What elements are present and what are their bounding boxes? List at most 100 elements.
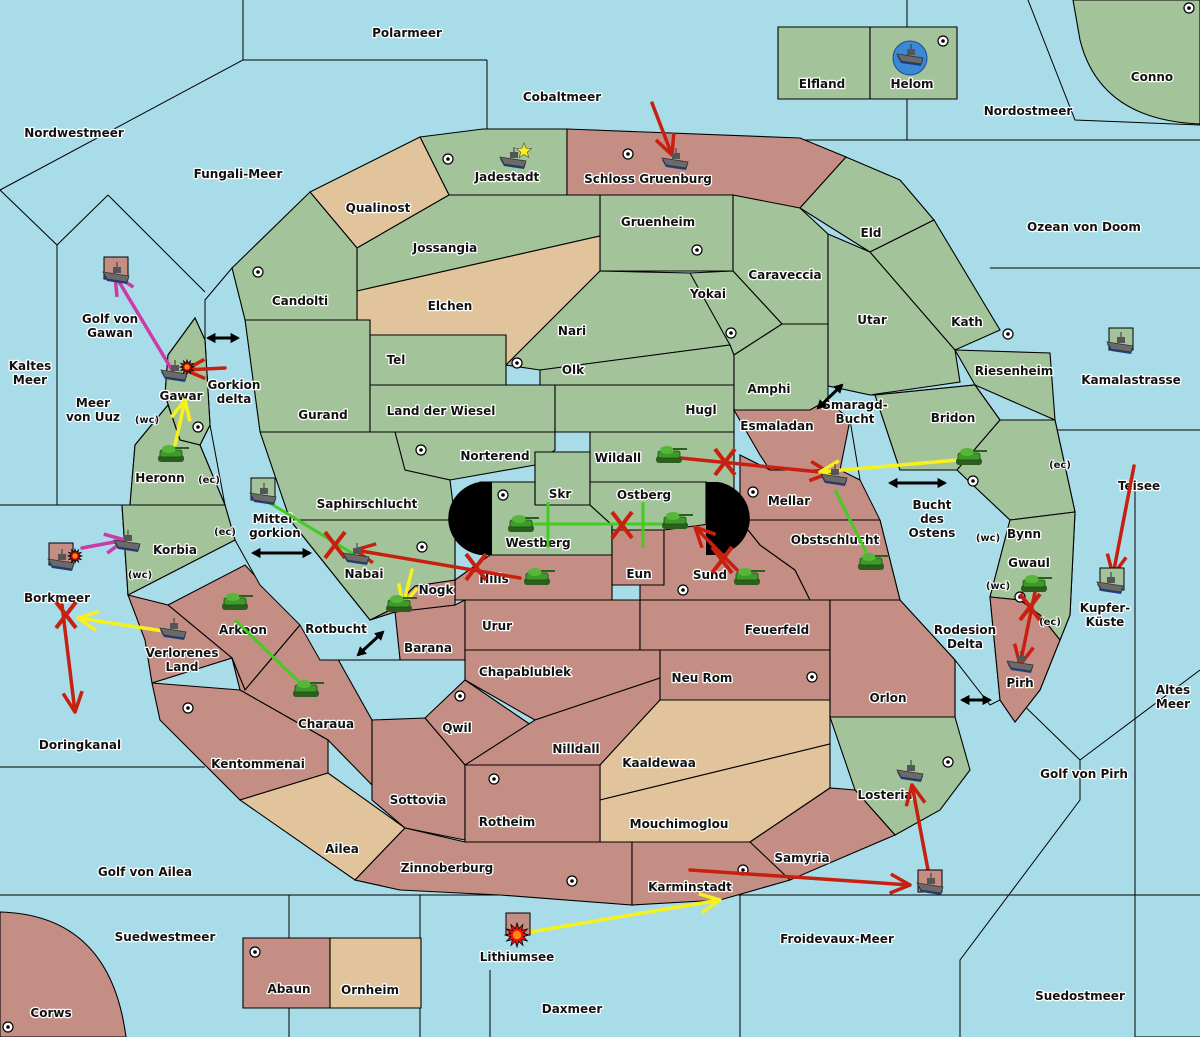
double-arrow-icon xyxy=(206,332,240,344)
army-unit-icon[interactable] xyxy=(656,446,687,463)
territory-label-hugl: Hugl xyxy=(685,403,716,417)
territory-korbia[interactable] xyxy=(121,504,236,596)
failed-order-x-icon xyxy=(464,552,488,582)
army-unit-icon[interactable] xyxy=(858,553,889,570)
territory-corws[interactable] xyxy=(0,911,127,1037)
fleet-unit-icon[interactable] xyxy=(102,262,130,284)
territory-label-mouchimoglou: Mouchimoglou xyxy=(630,817,729,831)
territory-label-sund: Sund xyxy=(693,568,727,582)
fleet-unit-icon[interactable] xyxy=(160,360,188,382)
supply-center-dot xyxy=(253,950,257,954)
failed-order-x-icon xyxy=(610,510,634,540)
territory-eld[interactable] xyxy=(799,156,935,253)
sea-label-froidevaux: Froidevaux-Meer xyxy=(780,932,894,946)
territory-label-abaun: Abaun xyxy=(267,982,310,996)
fleet-unit-icon[interactable] xyxy=(916,873,944,895)
coast-marker-gawar-wc: (wc) xyxy=(135,415,159,426)
army-unit-icon[interactable] xyxy=(222,593,253,610)
army-unit-icon[interactable] xyxy=(158,445,189,462)
fleet-unit-icon[interactable] xyxy=(499,147,527,169)
supply-center-dot xyxy=(501,493,505,497)
fleet-unit-icon[interactable] xyxy=(47,549,75,571)
fleet-unit-icon[interactable] xyxy=(896,760,924,782)
army-unit-icon[interactable] xyxy=(956,448,987,465)
territory-label-samyria: Samyria xyxy=(774,851,829,865)
territory-label-caraveccia: Caraveccia xyxy=(748,268,821,282)
fleet-unit-icon[interactable] xyxy=(1106,332,1134,354)
sea-boundary xyxy=(1027,0,1200,126)
supply-center-dot xyxy=(6,1025,10,1029)
supply-center-dot xyxy=(196,425,200,429)
supply-center-dot xyxy=(941,39,945,43)
territory-label-schloss: Schloss Gruenburg xyxy=(584,172,712,186)
territory-karminstadt[interactable] xyxy=(631,841,792,906)
territory-gruenheim[interactable] xyxy=(599,194,734,272)
army-unit-icon[interactable] xyxy=(734,568,765,585)
fleet-unit-icon[interactable] xyxy=(113,530,141,552)
territory-label-gruenheim: Gruenheim xyxy=(621,215,695,229)
sea-label-suedwestmeer: Suedwestmeer xyxy=(115,930,216,944)
territory-label-kath: Kath xyxy=(951,315,983,329)
army-unit-icon[interactable] xyxy=(386,595,417,612)
supply-center-dot xyxy=(626,152,630,156)
territory-label-bynn: Bynn xyxy=(1007,527,1041,541)
army-unit-icon[interactable] xyxy=(524,568,555,585)
coast-marker-heronn-ec: (ec) xyxy=(198,475,220,486)
territory-label-korbia: Korbia xyxy=(153,543,197,557)
territory-ornheim[interactable] xyxy=(329,937,422,1009)
fleet-unit-icon[interactable] xyxy=(159,618,187,640)
fleet-unit-icon[interactable] xyxy=(896,44,924,66)
territory-label-nari: Nari xyxy=(558,324,586,338)
territory-rotheim[interactable] xyxy=(464,764,601,843)
territory-bynn[interactable] xyxy=(956,419,1076,521)
sea-label-doringkanal: Doringkanal xyxy=(39,738,121,752)
sea-boundary xyxy=(1134,490,1200,1037)
territory-label-jadestadt: Jadestadt xyxy=(474,170,540,184)
territory-label-tel: Tel xyxy=(387,353,406,367)
territory-kath[interactable] xyxy=(869,219,1001,351)
army-unit-icon[interactable] xyxy=(508,515,539,532)
territory-label-ostberg: Ostberg xyxy=(617,488,671,502)
supply-center-dot xyxy=(419,448,423,452)
supply-center-dot xyxy=(492,777,496,781)
fleet-unit-icon[interactable] xyxy=(342,543,370,565)
territory-label-qualinost: Qualinost xyxy=(346,201,411,215)
army-unit-icon[interactable] xyxy=(1021,575,1052,592)
territory-label-jossangia: Jossangia xyxy=(412,241,477,255)
territory-nari[interactable] xyxy=(504,270,731,371)
failed-order-x-icon xyxy=(1018,592,1042,622)
coast-marker-bynn-ec: (ec) xyxy=(1049,460,1071,471)
army-unit-icon[interactable] xyxy=(293,680,324,697)
territory-label-candolti: Candolti xyxy=(272,294,328,308)
territory-label-wildall: Wildall xyxy=(595,451,641,465)
fleet-unit-icon[interactable] xyxy=(249,483,277,505)
fleet-unit-icon[interactable] xyxy=(820,464,848,486)
territory-esmaladan[interactable] xyxy=(733,399,851,471)
fleet-unit-icon[interactable] xyxy=(661,148,689,170)
territory-label-utar: Utar xyxy=(857,313,887,327)
fleet-unit-icon[interactable] xyxy=(1006,651,1034,673)
territory-label-neurom: Neu Rom xyxy=(672,671,733,685)
army-unit-icon[interactable] xyxy=(662,512,693,529)
territory-label-kaaldewaa: Kaaldewaa xyxy=(622,756,696,770)
supply-center-dot xyxy=(946,760,950,764)
territory-label-conno: Conno xyxy=(1131,70,1173,84)
fleet-unit-icon[interactable] xyxy=(1096,572,1124,594)
territory-label-heronn: Heronn xyxy=(135,471,184,485)
territory-label-helom: Helom xyxy=(890,77,933,91)
territory-label-feuerfeld: Feuerfeld xyxy=(745,623,810,637)
order-move-arrow xyxy=(904,783,930,872)
sea-label-smaragd: Smaragd-Bucht xyxy=(822,398,887,426)
territory-label-corws: Corws xyxy=(30,1006,71,1020)
territory-label-losteria: Losteria xyxy=(857,788,912,802)
territory-label-landwiesel: Land der Wiesel xyxy=(387,404,496,418)
coast-marker-korbia-ec: (ec) xyxy=(214,527,236,538)
territory-label-elchen: Elchen xyxy=(428,299,473,313)
supply-center-dot xyxy=(751,490,755,494)
territory-label-qwil: Qwil xyxy=(442,721,472,735)
supply-center-dot xyxy=(729,331,733,335)
territory-conno[interactable] xyxy=(1072,0,1200,125)
